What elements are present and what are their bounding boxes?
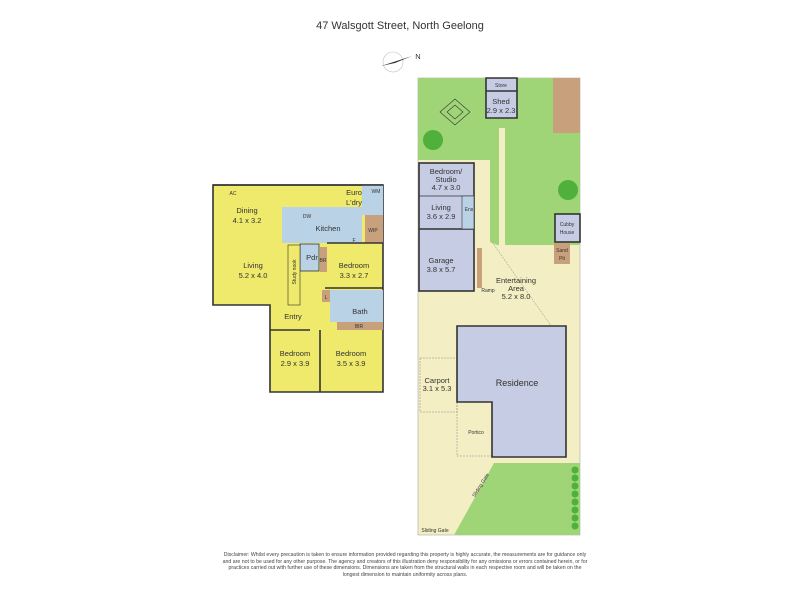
- bir: [337, 322, 383, 330]
- svg-text:Area: Area: [508, 284, 525, 293]
- svg-text:Carport: Carport: [424, 376, 450, 385]
- svg-text:F: F: [352, 238, 355, 244]
- svg-text:3.3 x 2.7: 3.3 x 2.7: [340, 271, 369, 280]
- laundry-wm: [362, 185, 383, 215]
- svg-text:WIP: WIP: [368, 228, 378, 234]
- svg-text:Shed: Shed: [492, 97, 510, 106]
- svg-text:DW: DW: [303, 214, 312, 220]
- page-title: 47 Walsgott Street, North Geelong: [316, 20, 484, 32]
- svg-text:Kitchen: Kitchen: [315, 224, 340, 233]
- svg-text:Living: Living: [431, 203, 451, 212]
- svg-text:Pdr: Pdr: [306, 253, 318, 262]
- kitchen: [282, 207, 362, 243]
- svg-text:Study nook: Study nook: [292, 259, 298, 285]
- svg-text:House: House: [560, 230, 575, 236]
- disclaimer: Disclaimer: Whilst every precaution is t…: [222, 552, 588, 578]
- tree-icon: [423, 130, 443, 150]
- svg-text:Bedroom: Bedroom: [339, 261, 369, 270]
- tree-icon: [558, 180, 578, 200]
- garden-bed: [553, 78, 580, 133]
- svg-text:Entertaining: Entertaining: [496, 276, 536, 285]
- svg-text:Entry: Entry: [284, 312, 302, 321]
- path: [499, 128, 505, 248]
- svg-text:Sand: Sand: [556, 248, 568, 254]
- svg-text:Garage: Garage: [428, 256, 453, 265]
- wip: [365, 215, 383, 243]
- svg-text:Ramp: Ramp: [481, 288, 495, 294]
- svg-text:AC: AC: [230, 191, 237, 197]
- svg-text:WM: WM: [372, 189, 381, 195]
- svg-text:Living: Living: [243, 261, 263, 270]
- svg-text:BIR: BIR: [355, 324, 364, 330]
- svg-text:3.6 x 2.9: 3.6 x 2.9: [427, 212, 456, 221]
- svg-text:L'dry: L'dry: [346, 198, 362, 207]
- front-lawn: [454, 463, 580, 535]
- svg-text:2.9 x 2.3: 2.9 x 2.3: [487, 106, 516, 115]
- svg-text:Pit: Pit: [559, 256, 565, 262]
- svg-text:L: L: [325, 295, 328, 301]
- svg-text:5.2 x 8.0: 5.2 x 8.0: [502, 292, 531, 301]
- svg-text:Cubby: Cubby: [560, 222, 575, 228]
- north-arrow-icon: N: [381, 51, 421, 73]
- svg-text:Portico: Portico: [468, 430, 484, 436]
- site-plan: Store Shed 2.9 x 2.3 Bedroom/ Studio 4.7…: [417, 77, 581, 536]
- svg-text:Bedroom: Bedroom: [280, 349, 310, 358]
- svg-text:N: N: [415, 52, 420, 61]
- svg-text:5.2 x 4.0: 5.2 x 4.0: [239, 271, 268, 280]
- svg-text:4.7 x 3.0: 4.7 x 3.0: [432, 183, 461, 192]
- study-nook: [287, 244, 301, 306]
- pergola-icon: [439, 98, 471, 126]
- hedge: [571, 466, 579, 530]
- svg-text:Studio: Studio: [435, 175, 456, 184]
- bath: [330, 290, 383, 322]
- svg-text:Store: Store: [495, 83, 507, 89]
- svg-text:Ens: Ens: [465, 207, 474, 213]
- svg-text:BR: BR: [320, 258, 327, 264]
- br-cupboard: [320, 247, 327, 272]
- svg-text:Residence: Residence: [496, 378, 539, 388]
- floor-plan: AC Dining 4.1 x 3.2 Living 5.2 x 4.0 Kit…: [212, 184, 384, 393]
- svg-text:Dining: Dining: [236, 206, 257, 215]
- svg-text:3.8 x 5.7: 3.8 x 5.7: [427, 265, 456, 274]
- svg-text:Bath: Bath: [352, 307, 367, 316]
- svg-text:3.1 x 5.3: 3.1 x 5.3: [423, 384, 452, 393]
- svg-text:Bedroom: Bedroom: [336, 349, 366, 358]
- svg-text:4.1 x 3.2: 4.1 x 3.2: [233, 216, 262, 225]
- svg-text:Sliding Gate: Sliding Gate: [421, 528, 448, 534]
- svg-text:Bedroom/: Bedroom/: [430, 167, 463, 176]
- svg-text:Euro: Euro: [346, 188, 362, 197]
- svg-text:2.9 x 3.9: 2.9 x 3.9: [281, 359, 310, 368]
- linen: [322, 290, 330, 302]
- svg-text:3.5 x 3.9: 3.5 x 3.9: [337, 359, 366, 368]
